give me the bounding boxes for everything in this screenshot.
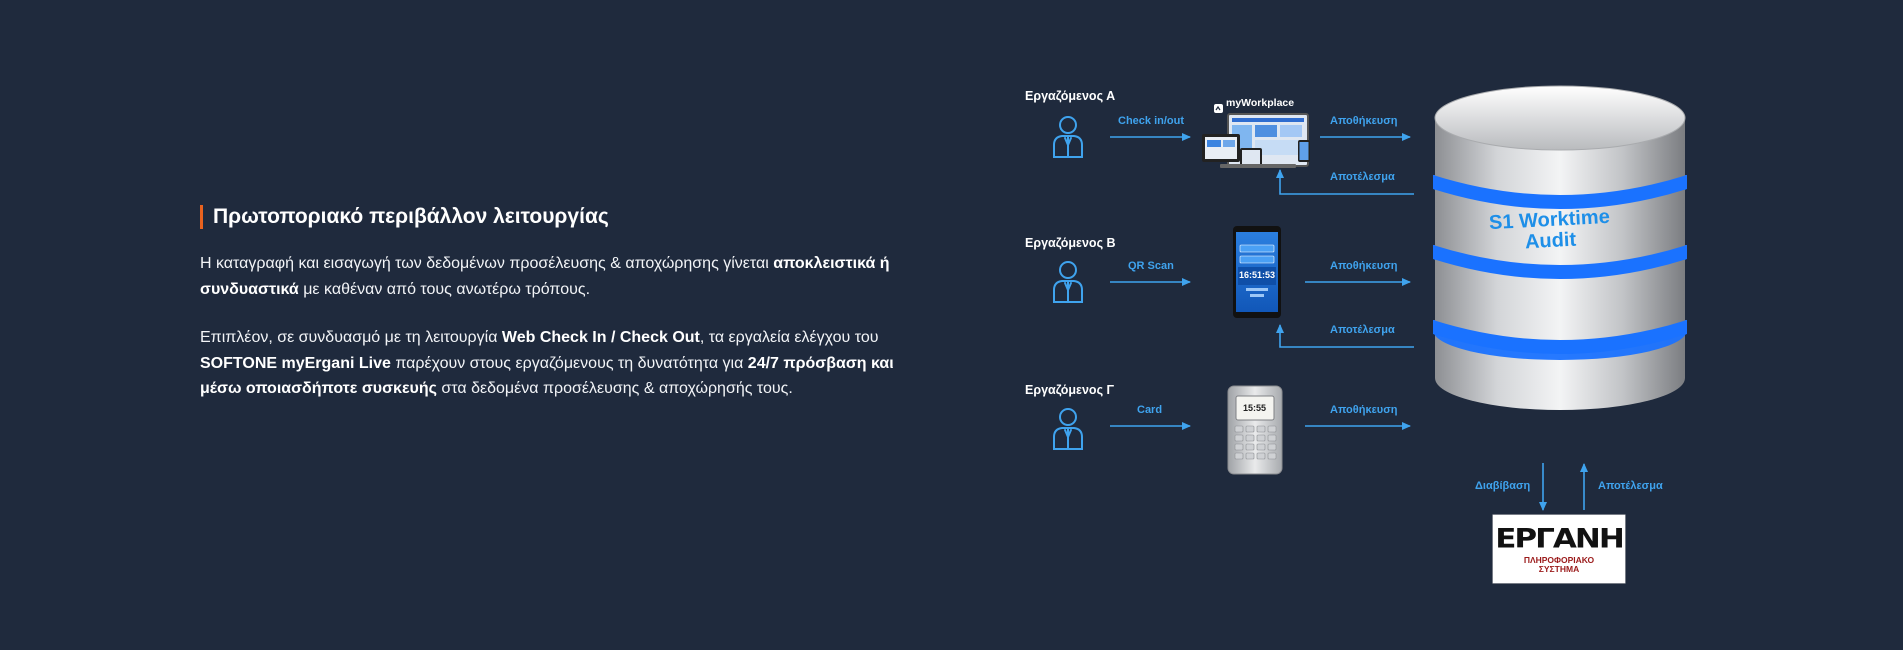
ergani-subtitle-line-1: ΠΛΗΡΟΦΟΡΙΑΚΟ bbox=[1523, 555, 1595, 565]
myworkplace-devices-image bbox=[1202, 104, 1310, 168]
result-arrow-a bbox=[1276, 169, 1414, 195]
ergani-subtitle-line-2: ΣΥΣΤΗΜΑ bbox=[1538, 564, 1580, 574]
result-arrow-b bbox=[1276, 324, 1414, 348]
ergani-result-label: Αποτέλεσμα bbox=[1598, 480, 1663, 492]
description-paragraph-1: Η καταγραφή και εισαγωγή των δεδομένων π… bbox=[200, 251, 910, 302]
store-label-c: Αποθήκευση bbox=[1330, 404, 1398, 416]
para2-text-4: στα δεδομένα προσέλευσης & αποχώρησής το… bbox=[436, 380, 793, 397]
worker-a-label: Εργαζόμενος Α bbox=[1025, 89, 1116, 103]
para2-bold-3: 24/7 πρόσβαση και μέσω οποιασδήποτε συσκ… bbox=[200, 354, 894, 398]
para2-text-3: παρέχουν στους εργαζόμενους τη δυνατότητ… bbox=[390, 354, 748, 372]
para2-bold-1: Web Check In / Check Out bbox=[501, 329, 700, 346]
ergani-logo-subtitle: ΠΛΗΡΟΦΟΡΙΑΚΟ ΣΥΣΤΗΜΑ bbox=[1493, 556, 1625, 574]
card-terminal-image bbox=[1227, 385, 1283, 475]
para2-text-2: , τα εργαλεία ελέγχου του bbox=[699, 329, 879, 346]
myworkplace-brand: myWorkplace bbox=[1226, 97, 1295, 109]
phone-qr-image bbox=[1233, 226, 1281, 318]
attendance-flow-diagram: Εργαζόμενος Α Εργαζόμενος Β Εργαζόμενος … bbox=[1010, 70, 1710, 600]
para2-bold-2: SOFTONE myErgani Live bbox=[200, 354, 391, 372]
store-label-b: Αποθήκευση bbox=[1330, 260, 1398, 272]
worker-b-person-icon bbox=[1053, 261, 1083, 303]
diagram-graphics bbox=[1053, 85, 1687, 584]
intro-text-section: Πρωτοποριακό περιβάλλον λειτουργίας Η κα… bbox=[200, 203, 910, 425]
description-paragraph-2: Επιπλέον, σε συνδυασμό με τη λειτουργία … bbox=[200, 325, 910, 402]
result-label-b: Αποτέλεσμα bbox=[1330, 324, 1395, 336]
worker-c-label: Εργαζόμενος Γ bbox=[1025, 383, 1115, 397]
worker-b-label: Εργαζόμενος Β bbox=[1025, 236, 1116, 250]
check-in-out-label: Check in/out bbox=[1118, 115, 1185, 127]
store-label-a: Αποθήκευση bbox=[1330, 115, 1398, 127]
worker-c-person-icon bbox=[1053, 408, 1083, 450]
flow-arrows bbox=[1110, 133, 1588, 511]
ergani-logo-name: ΕΡΓΑΝΗ bbox=[1495, 523, 1625, 555]
para1-text-1: Η καταγραφή και εισαγωγή των δεδομένων π… bbox=[200, 255, 774, 272]
worker-a-person-icon bbox=[1053, 116, 1083, 158]
para2-text-1: Επιπλέον, σε συνδυασμό με τη λειτουργία bbox=[200, 329, 502, 346]
phone-clock-time: 16:51:53 bbox=[1239, 270, 1276, 280]
para1-text-2: με καθέναν από τους ανωτέρω τρόπους. bbox=[298, 280, 591, 298]
qr-scan-label: QR Scan bbox=[1128, 260, 1174, 272]
result-label-a: Αποτέλεσμα bbox=[1330, 171, 1395, 183]
heading-accent-bar bbox=[200, 205, 203, 229]
section-heading-text: Πρωτοποριακό περιβάλλον λειτουργίας bbox=[213, 205, 609, 228]
ergani-logo: ΕΡΓΑΝΗ ΠΛΗΡΟΦΟΡΙΑΚΟ ΣΥΣΤΗΜΑ bbox=[1493, 515, 1625, 583]
transmit-label: Διαβίβαση bbox=[1475, 480, 1531, 492]
para1-bold-1: αποκλειστικά ή συνδυαστικά bbox=[200, 255, 890, 298]
terminal-clock-time: 15:55 bbox=[1243, 403, 1267, 413]
card-label: Card bbox=[1137, 404, 1163, 416]
database-cylinder bbox=[1433, 85, 1687, 410]
database-title: S1 Worktime Audit bbox=[1474, 206, 1626, 256]
section-heading: Πρωτοποριακό περιβάλλον λειτουργίας bbox=[200, 203, 910, 231]
